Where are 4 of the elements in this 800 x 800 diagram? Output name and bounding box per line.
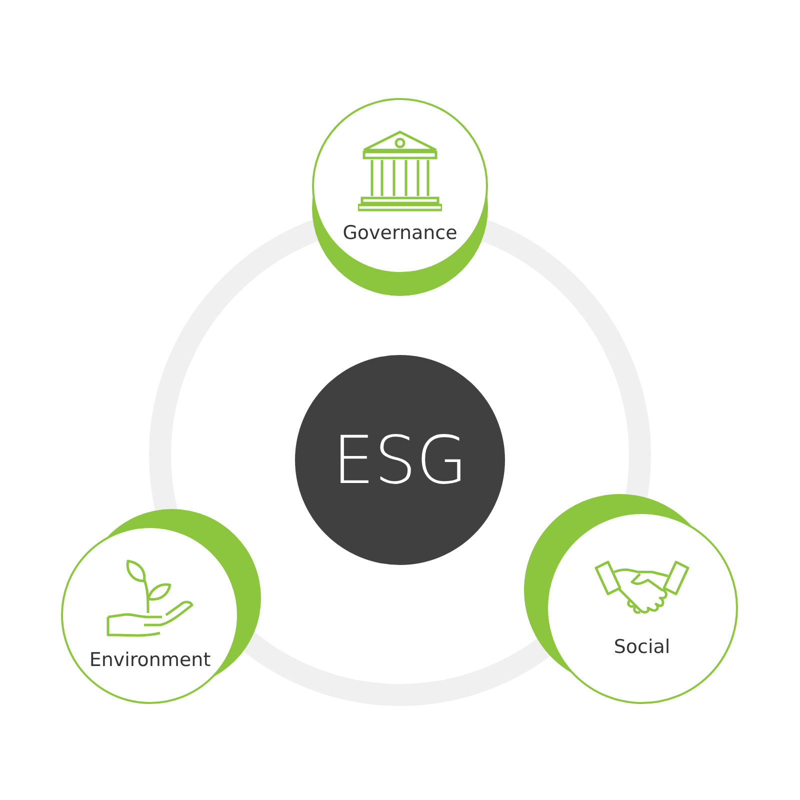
center-title: ESG — [332, 422, 468, 498]
pillar-label: Environment — [89, 649, 211, 671]
pillar-label: Social — [614, 636, 670, 658]
pillar-label: Governance — [342, 222, 458, 244]
